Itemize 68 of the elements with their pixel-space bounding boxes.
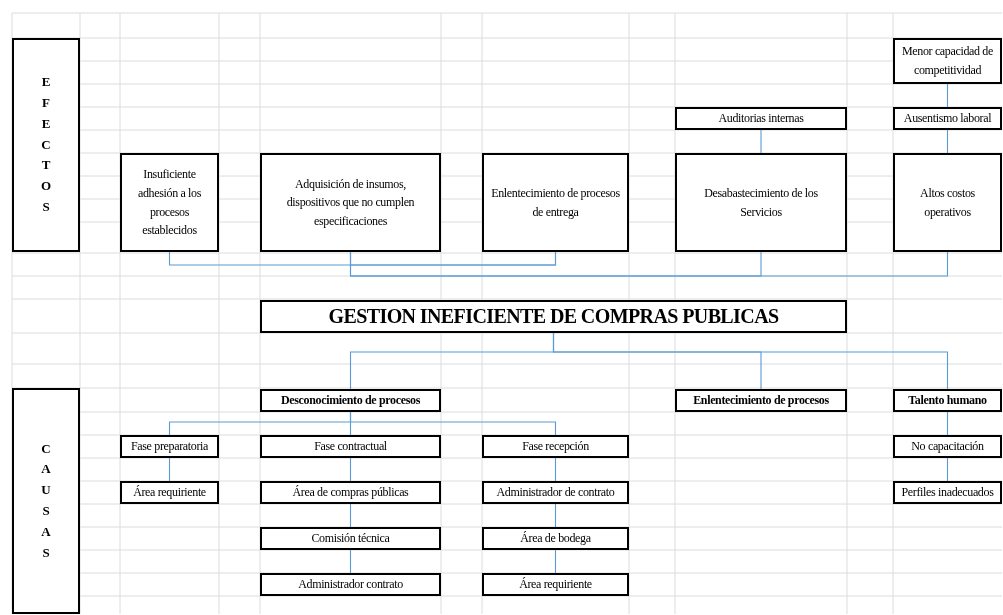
box-label: Fase contractual [314,438,387,456]
box-label: Menor capacidad de competitividad [901,43,994,79]
effect-box [893,38,1002,84]
connector-line [554,457,557,482]
connector-line [349,503,352,528]
connector-line [946,457,949,482]
connector-line [946,129,949,154]
cause-box [120,481,219,504]
box-label: Fase recepción [522,438,589,456]
connector-line [349,251,949,277]
connector-line [349,411,557,436]
box-label: Comisión técnica [311,530,390,548]
box-label: Auditorias internas [718,110,804,128]
box-label: Área requiriente [519,576,592,594]
box-label: Enlentecimiento de procesos [693,392,829,410]
cause-box [260,573,441,596]
connector-line [168,457,171,482]
effect-box [675,153,847,252]
box-label: Perfiles inadecuados [901,484,994,502]
box-label: Administrador contrato [298,576,403,594]
cause-box [120,435,219,458]
connector-line [552,332,949,390]
effect-box [260,153,441,252]
cause-box [482,573,629,596]
box-label: Desconocimiento de procesos [281,392,420,410]
effect-box [120,153,219,252]
box-label: Talento humano [908,392,987,410]
effect-box [482,153,629,252]
effect-box [893,153,1002,252]
box-label: Área de bodega [520,530,591,548]
cause-box [893,435,1002,458]
box-label: Enlentecimiento de procesos de entrega [490,184,621,221]
category-box [12,388,80,614]
box-label: Insuficiente adhesión a los procesos establecidos [136,166,203,240]
cause-box [482,435,629,458]
box-label: GESTION INEFICIENTE DE COMPRAS PUBLICAS [328,304,779,329]
box-label: Área de compras públicas [292,484,409,502]
problem-box [260,300,847,333]
box-label: Altos costos operativos [919,184,976,221]
cause-box [260,527,441,550]
effect-box [893,107,1002,130]
box-label: Ausentismo laboral [903,110,992,128]
cause-box [893,389,1002,412]
box-label: Desabastecimiento de los Servicios [703,184,819,221]
box-label: CAUSAS [40,439,52,562]
connector-line [760,129,762,154]
box-label: EFECTOS [39,73,53,216]
effect-box [675,107,847,130]
box-label: Adquisición de insumos, dispositivos que no cumplen especificaciones [285,175,416,230]
connector-line [349,251,557,266]
cause-box [260,435,441,458]
box-label: No capacitación [911,438,984,456]
cause-box [893,481,1002,504]
connector-line [946,411,949,436]
box-label: Fase preparatoria [131,438,208,456]
cause-box [482,527,629,550]
category-box [12,38,80,252]
connector-line [349,457,352,482]
box-label: Área requiriente [133,484,206,502]
connector-line [554,503,557,528]
connector-line [946,83,949,108]
cause-box [675,389,847,412]
cause-box [260,389,441,412]
box-label: Administrador de contrato [496,484,615,502]
cause-box [482,481,629,504]
connector-line [554,549,557,574]
cause-box [260,481,441,504]
connector-line [349,549,352,574]
